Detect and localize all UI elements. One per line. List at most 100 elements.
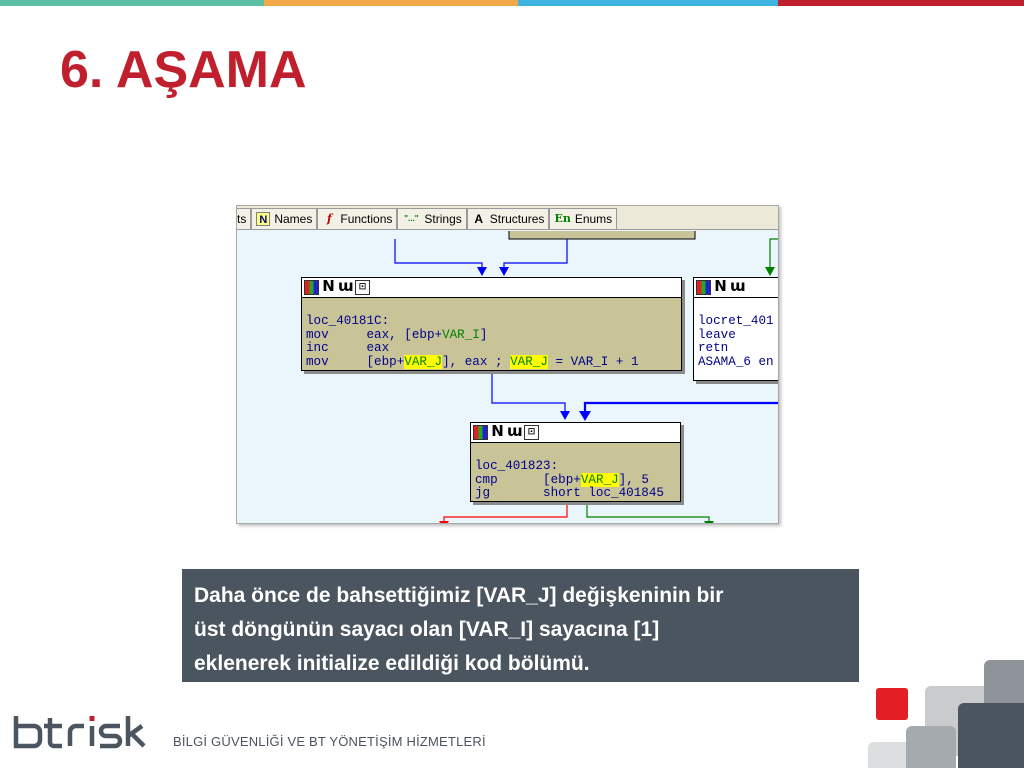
edge-red-out: [443, 503, 568, 523]
tab-structures[interactable]: A Structures: [466, 207, 550, 229]
node-loc-40181c[interactable]: N ɯ ⊡ loc_40181C:mov eax, [ebp+VAR_I]inc…: [301, 277, 682, 371]
opcode: mov: [306, 355, 329, 370]
footer-tagline: BİLGİ GÜVENLİĞİ VE BT YÖNETİŞİM HİZMETLE…: [173, 734, 486, 749]
code-comment: = VAR_I + 1: [547, 355, 639, 370]
top-bar-segment-orange: [264, 0, 518, 6]
code-line-label: loc_40181C:: [306, 313, 390, 328]
code-label: [306, 301, 677, 315]
caption-box: Daha önce de bahsettiğimiz [VAR_J] değiş…: [182, 569, 859, 682]
structures-icon: A: [474, 211, 484, 226]
color-grid-icon: [473, 425, 488, 440]
var-ref-highlight: VAR_J: [510, 355, 548, 370]
top-bar-segment-teal: [0, 0, 264, 6]
tab-enums-label: Enums: [574, 211, 613, 226]
code-spacer: [698, 301, 778, 315]
top-bar-segment-blue: [518, 0, 778, 6]
arrow-green-right: [765, 267, 775, 276]
code-line-1: cmp [ebp+VAR_J], 5: [475, 472, 676, 488]
tab-enums[interactable]: En Enums: [549, 207, 618, 229]
caption-line-3: eklenerek initialize edildiği kod bölümü…: [194, 652, 590, 675]
graph-edges: [394, 231, 778, 523]
graph-layout-icon: ɯ: [730, 277, 746, 295]
tab-strings-label: Strings: [424, 211, 462, 226]
deco-dark-square: [958, 703, 1024, 768]
tab-functions-label: Functions: [340, 211, 393, 226]
operand: short loc_401845: [543, 486, 664, 501]
code-line-2: jg short loc_401845: [475, 486, 676, 501]
opcode: cmp: [475, 472, 498, 487]
top-clipped-node: [508, 231, 696, 240]
code-line-label: loc_401823:: [475, 458, 559, 473]
names-icon: N: [256, 211, 271, 226]
code-line-1: mov eax, [ebp+VAR_I]: [306, 327, 677, 343]
operand-end: ], eax ;: [442, 355, 511, 370]
edge-main-to-bottom: [491, 371, 566, 415]
graph-layout-icon: ɯ: [338, 277, 354, 295]
node-n-icon: N: [713, 277, 728, 295]
operand: eax: [366, 341, 390, 356]
slide-title: 6. AŞAMA: [60, 41, 307, 99]
ida-tab-bar: ts N Names f Functions "..." Strings A S…: [237, 206, 778, 230]
code-line: ASAMA_6 en: [698, 355, 774, 370]
code-line: retn: [698, 341, 729, 356]
operand-end: ], 5: [618, 472, 649, 487]
logo-wordmark: [13, 716, 146, 749]
deco-grey-square: [906, 726, 956, 768]
tab-strings[interactable]: "..." Strings: [397, 207, 467, 229]
deco-red-square: [876, 688, 908, 720]
caption-line-1: Daha önce de bahsettiğimiz [VAR_J] değiş…: [194, 584, 724, 607]
arrow-blue-right: [499, 267, 509, 276]
top-bar-segment-red: [778, 0, 1024, 6]
strings-icon: "...": [404, 213, 419, 223]
arrow-green-out: [704, 521, 714, 523]
var-ref: VAR_I: [442, 327, 480, 342]
opcode: mov: [306, 327, 329, 342]
ida-screenshot: ts N Names f Functions "..." Strings A S…: [236, 205, 779, 524]
opcode: inc: [306, 341, 329, 356]
arrow-loop-back: [579, 411, 591, 421]
node-n-icon: N: [321, 277, 336, 295]
node-header: N ɯ ⊡: [471, 423, 680, 443]
code-spacer: [475, 446, 676, 460]
operand: eax, [ebp+: [366, 327, 443, 342]
node-group-icon: ⊡: [524, 425, 539, 440]
top-color-bar: [0, 0, 1024, 6]
opcode: jg: [475, 486, 491, 501]
edge-blue-right: [503, 239, 568, 271]
arrow-red-out: [439, 521, 449, 523]
graph-layout-icon: ɯ: [507, 422, 523, 440]
operand: [ebp+: [366, 355, 405, 370]
color-grid-icon: [696, 280, 711, 295]
functions-icon: f: [326, 211, 332, 225]
color-grid-icon: [304, 280, 319, 295]
caption-line-2: üst döngünün sayacı olan [VAR_I] sayacın…: [194, 618, 660, 641]
edge-blue-left: [394, 239, 483, 271]
tab-names[interactable]: N Names: [251, 207, 318, 229]
node-group-icon: ⊡: [355, 280, 370, 295]
code-line: leave: [698, 327, 736, 342]
code-line: locret_401: [698, 313, 774, 328]
enums-icon: En: [554, 211, 571, 225]
edge-green-out: [586, 503, 710, 523]
node-header: N ɯ ⊡: [302, 278, 681, 298]
operand-end: ]: [479, 327, 488, 342]
node-n-icon: N: [490, 422, 505, 440]
arrow-blue-left: [477, 267, 487, 276]
var-ref-highlight: VAR_J: [580, 472, 619, 487]
arrow-main-to-bottom: [560, 411, 570, 420]
operand: [ebp+: [543, 472, 581, 487]
var-ref-highlight: VAR_J: [404, 355, 443, 370]
code-line-3: mov [ebp+VAR_J], eax ; VAR_J = VAR_I + 1: [306, 355, 677, 370]
edge-loop-back: [583, 401, 778, 415]
tab-structures-label: Structures: [489, 211, 545, 226]
tab-functions[interactable]: f Functions: [317, 207, 398, 229]
tab-fragment[interactable]: ts: [237, 207, 252, 229]
ida-graph-view[interactable]: N ɯ ⊡ loc_40181C:mov eax, [ebp+VAR_I]inc…: [237, 231, 778, 523]
code-line-2: inc eax: [306, 341, 677, 356]
btrisk-logo: [12, 712, 162, 756]
